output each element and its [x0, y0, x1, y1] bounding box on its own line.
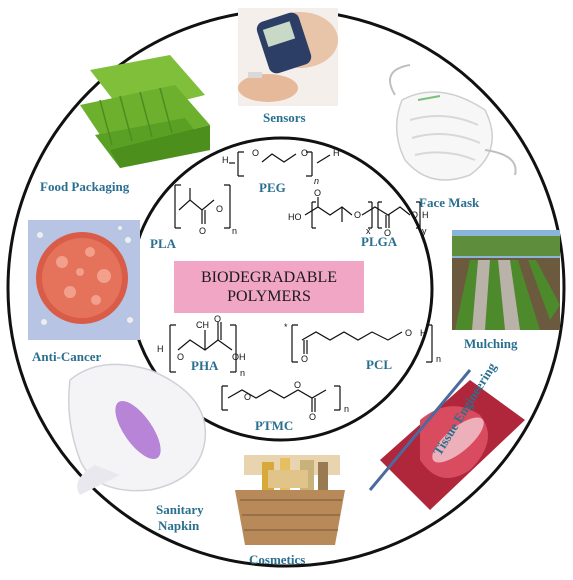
label-sanitary-line2: Napkin — [158, 518, 200, 533]
center-title-box: BIODEGRADABLE POLYMERS — [174, 261, 364, 313]
label-sensors: Sensors — [263, 110, 306, 125]
pha-bracket-left — [169, 324, 176, 373]
label-face-mask: Face Mask — [419, 195, 480, 210]
pla-bracket-left — [174, 184, 181, 229]
center-title-line2: POLYMERS — [227, 288, 311, 305]
cosmetics-image — [235, 455, 345, 545]
peg-n: n — [314, 176, 320, 186]
plga-o-right: O — [411, 210, 419, 220]
ptmc-bracket-right — [334, 385, 341, 411]
plga-y: y — [422, 226, 427, 236]
peg-h-right: H — [333, 148, 340, 158]
center-title-line1: BIODEGRADABLE — [201, 269, 337, 286]
ptmc-n: n — [344, 404, 350, 414]
pha-o: O — [177, 352, 185, 362]
food-packaging-image — [80, 55, 210, 168]
sanitary-napkin-image — [68, 363, 207, 495]
label-cosmetics: Cosmetics — [249, 552, 306, 567]
pla-o: O — [216, 204, 224, 214]
plga-o-mid: O — [354, 210, 362, 220]
polymer-label-peg: PEG — [259, 180, 286, 195]
pcl-h: H — [420, 328, 427, 338]
anti-cancer-image — [28, 220, 140, 340]
pla-o-carbonyl: O — [199, 226, 207, 236]
ptmc-o-right: O — [294, 380, 302, 390]
peg-o-right: O — [301, 148, 309, 158]
pcl-bracket-left — [291, 324, 298, 363]
pla-n: n — [232, 226, 238, 236]
pha-n: n — [240, 368, 246, 378]
polymer-label-ptmc: PTMC — [255, 418, 294, 433]
chem-structures — [169, 151, 433, 412]
sensors-image — [238, 8, 338, 106]
pcl-n: n — [436, 354, 442, 364]
polymer-label-pha: PHA — [191, 358, 219, 373]
pcl-o-carbonyl: O — [301, 354, 309, 364]
ptmc-o-left: O — [244, 392, 252, 402]
peg-bracket-right — [306, 151, 313, 177]
peg-o-left: O — [252, 148, 260, 158]
plga-h: H — [422, 210, 429, 220]
label-sanitary-line1: Sanitary — [156, 502, 204, 517]
pha-h: H — [157, 344, 164, 354]
polymer-label-plga: PLGA — [361, 234, 398, 249]
ptmc-bracket-left — [221, 385, 228, 411]
pha-oh: OH — [232, 352, 246, 362]
pha-bracket-right — [230, 324, 237, 373]
label-food-packaging: Food Packaging — [40, 179, 130, 194]
pcl-star: * — [284, 322, 288, 332]
pla-bracket-right — [224, 184, 231, 229]
plga-o-bottom: O — [384, 228, 392, 238]
mulching-image — [452, 230, 560, 330]
tissue-engineering-image — [368, 369, 525, 510]
plga-ho: HO — [288, 212, 302, 222]
pcl-bracket-right — [426, 324, 433, 363]
face-mask-image — [389, 64, 517, 181]
pha-ch3: CH — [196, 320, 209, 330]
label-mulching: Mulching — [464, 336, 518, 351]
plga-x: x — [366, 226, 371, 236]
polymer-label-pcl: PCL — [366, 357, 392, 372]
pha-o-carbonyl: O — [214, 314, 222, 324]
peg-h-left: H — [222, 155, 229, 165]
label-anti-cancer: Anti-Cancer — [32, 349, 102, 364]
ptmc-o-carbonyl: O — [309, 412, 317, 422]
polymer-label-pla: PLA — [150, 236, 176, 251]
plga-o-top: O — [314, 188, 322, 198]
pcl-o: O — [405, 328, 413, 338]
